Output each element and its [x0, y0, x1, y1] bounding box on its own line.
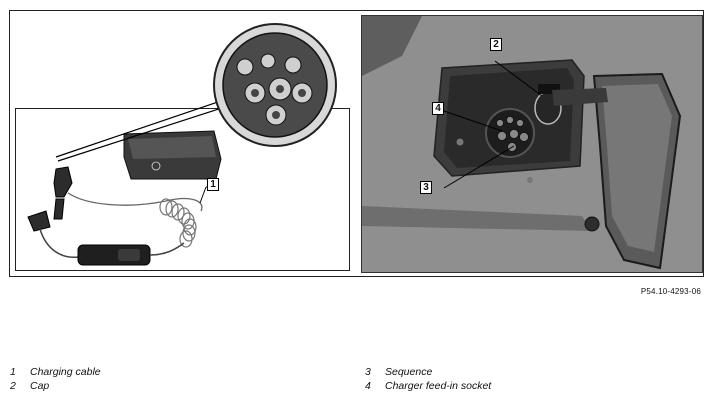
callout-leader-1	[199, 186, 207, 204]
vehicle-plug	[53, 166, 73, 198]
power-cable	[39, 228, 79, 258]
flap-latch	[584, 216, 600, 232]
charging-socket-panel: 2 4 3	[361, 15, 703, 273]
body-screw	[527, 177, 533, 183]
plug-handle	[53, 198, 65, 220]
illustration-frame: 1	[9, 10, 704, 277]
storage-bag-top	[128, 136, 216, 159]
recess-screw-left	[456, 138, 464, 146]
connector-magnifier	[55, 23, 337, 162]
charging-cable-illustration	[27, 130, 222, 266]
charging-cable-panel: 1	[10, 11, 357, 276]
legend-label: Sequence	[385, 366, 433, 378]
connector-pin-centers	[251, 85, 306, 119]
legend-number: 2	[10, 380, 16, 392]
callout-leader-3	[443, 145, 515, 189]
cable-segment	[67, 192, 203, 212]
vehicle-body-upper	[362, 16, 422, 76]
callout-4: 4	[432, 102, 444, 115]
coiled-cable	[159, 198, 197, 248]
panel-divider	[358, 11, 360, 276]
callout-4-label: 4	[435, 103, 441, 114]
figure-reference-code: P54.10-4293-06	[640, 287, 701, 296]
legend-number: 3	[365, 366, 371, 378]
callout-1-label: 1	[210, 179, 216, 190]
callout-2-label: 2	[493, 39, 499, 50]
cap-hinge	[538, 84, 560, 94]
callout-3: 3	[420, 181, 432, 194]
legend-label: Charger feed-in socket	[385, 380, 492, 392]
socket-pins	[496, 116, 529, 152]
callout-1: 1	[207, 178, 219, 191]
callout-3-label: 3	[423, 182, 429, 193]
control-box-panel	[118, 249, 140, 261]
legend-number: 4	[365, 380, 371, 392]
callout-2: 2	[490, 38, 502, 51]
legend-number: 1	[10, 366, 16, 378]
flap-inner	[602, 84, 672, 252]
cable-segment-2	[149, 242, 185, 256]
callout-leader-2	[494, 60, 543, 97]
legend-label: Charging cable	[30, 366, 101, 378]
legend-label: Cap	[30, 380, 50, 392]
vehicle-sill	[362, 206, 592, 231]
charging-socket-illustration	[362, 16, 702, 272]
flap-hinge-arm	[552, 88, 608, 106]
bag-logo	[151, 161, 161, 171]
callout-leader-4	[443, 110, 503, 132]
wall-plug	[27, 210, 51, 232]
